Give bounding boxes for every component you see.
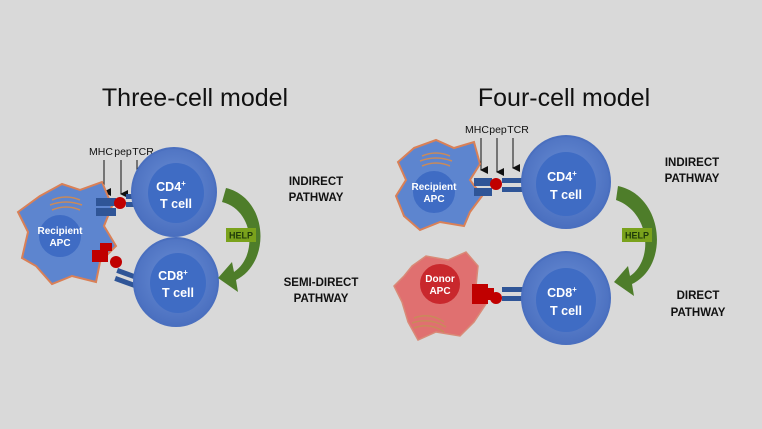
cd4-label: CD4+ bbox=[156, 179, 186, 194]
right-help-arrow: HELP bbox=[614, 186, 657, 296]
mhc-lower-arm-right bbox=[474, 188, 492, 196]
recipient-apc-right-label-2: APC bbox=[423, 194, 444, 205]
donor-apc-label-2: APC bbox=[429, 286, 450, 297]
cd8-label-right: CD8+ bbox=[547, 285, 577, 300]
tcr-lower-chain-2 bbox=[114, 276, 139, 289]
recipient-apc-label-1: Recipient bbox=[37, 226, 83, 237]
help-box bbox=[226, 228, 256, 242]
donor-mhc-block bbox=[472, 284, 488, 304]
right-top-mhc-complex bbox=[474, 178, 530, 196]
help-label: HELP bbox=[229, 231, 253, 241]
help-box-right bbox=[622, 228, 652, 242]
red-mhc-block bbox=[92, 250, 108, 262]
recipient-apc-label-2: APC bbox=[49, 238, 70, 249]
right-bottom-mhc-complex bbox=[472, 284, 530, 304]
cd8-tcell-label-right: T cell bbox=[550, 304, 582, 318]
cd4-label-right: CD4+ bbox=[547, 169, 577, 184]
recipient-apc-right-label-1: Recipient bbox=[411, 182, 457, 193]
semi-direct-label-2: PATHWAY bbox=[294, 293, 349, 305]
donor-mhc-arm bbox=[486, 288, 494, 300]
golgi-icon bbox=[49, 196, 83, 211]
peptide-icon-donor bbox=[490, 292, 502, 304]
tcr-upper-chain-right bbox=[502, 178, 530, 183]
recipient-apc-nucleus bbox=[37, 213, 83, 259]
cd4-cell-nucleus-right bbox=[536, 152, 596, 216]
tcr-label-right: TCR bbox=[507, 124, 529, 136]
left-receptor-labels: MHC pep TCR bbox=[89, 146, 154, 158]
mhc-upper-arm bbox=[96, 198, 116, 206]
recipient-apc-nucleus-right bbox=[411, 169, 457, 215]
cd8-label: CD8+ bbox=[158, 268, 188, 283]
cd8-tcell-label: T cell bbox=[162, 286, 194, 300]
peptide-icon-right bbox=[490, 178, 502, 190]
right-title: Four-cell model bbox=[478, 84, 650, 112]
tcr-label: TCR bbox=[132, 146, 154, 158]
cd8-cell-nucleus bbox=[150, 253, 206, 313]
mhc-upper-arm-right bbox=[474, 178, 492, 186]
right-receptor-labels: MHC pep TCR bbox=[465, 124, 529, 136]
left-help-arrow: HELP bbox=[218, 188, 261, 292]
cd4-tcell-label: T cell bbox=[160, 197, 192, 211]
pep-label: pep bbox=[114, 146, 132, 158]
left-indirect-label-1: INDIRECT bbox=[289, 176, 343, 188]
direct-label-2: PATHWAY bbox=[671, 307, 726, 319]
red-mhc-cap bbox=[100, 243, 112, 251]
right-cd8-t-cell: CD8+ T cell bbox=[521, 251, 611, 345]
left-recipient-apc: Recipient APC bbox=[16, 180, 118, 286]
pep-label-right: pep bbox=[489, 124, 507, 136]
tcr-upper-chain-cd8-right bbox=[502, 287, 530, 292]
left-title: Three-cell model bbox=[102, 84, 288, 112]
tcr-lower-chain-cd8-right bbox=[502, 296, 530, 301]
mhc-label-right: MHC bbox=[465, 124, 489, 136]
golgi-icon-donor bbox=[411, 315, 447, 333]
right-indirect-label-2: PATHWAY bbox=[665, 173, 720, 185]
help-curved-arrow bbox=[218, 188, 261, 292]
right-receptor-arrows bbox=[480, 138, 520, 176]
peptide-icon-red bbox=[110, 256, 122, 268]
mhc-lower-arm bbox=[96, 208, 116, 216]
left-cd8-t-cell: CD8+ T cell bbox=[133, 237, 219, 327]
help-label-right: HELP bbox=[625, 231, 649, 241]
donor-apc: Donor APC bbox=[393, 251, 487, 341]
semi-direct-label-1: SEMI-DIRECT bbox=[284, 277, 359, 289]
donor-apc-nucleus bbox=[418, 262, 462, 306]
tcr-lower-chain-right bbox=[502, 187, 530, 192]
right-recipient-apc: Recipient APC bbox=[394, 138, 484, 232]
help-curved-arrow-right bbox=[614, 186, 657, 296]
left-cd4-t-cell: CD4+ T cell bbox=[131, 147, 217, 237]
left-indirect-label-2: PATHWAY bbox=[289, 192, 344, 204]
direct-label-1: DIRECT bbox=[677, 290, 720, 302]
right-cd4-t-cell: CD4+ T cell bbox=[521, 135, 611, 229]
cd4-cell-nucleus bbox=[148, 163, 204, 223]
left-bottom-mhc-complex bbox=[92, 243, 141, 289]
mhc-label: MHC bbox=[89, 146, 113, 158]
cd8-cell-nucleus-right bbox=[536, 268, 596, 332]
right-indirect-label-1: INDIRECT bbox=[665, 157, 719, 169]
cd4-tcell-label-right: T cell bbox=[550, 188, 582, 202]
peptide-icon bbox=[114, 197, 126, 209]
golgi-icon-right bbox=[419, 152, 453, 167]
donor-apc-label-1: Donor bbox=[425, 274, 455, 285]
